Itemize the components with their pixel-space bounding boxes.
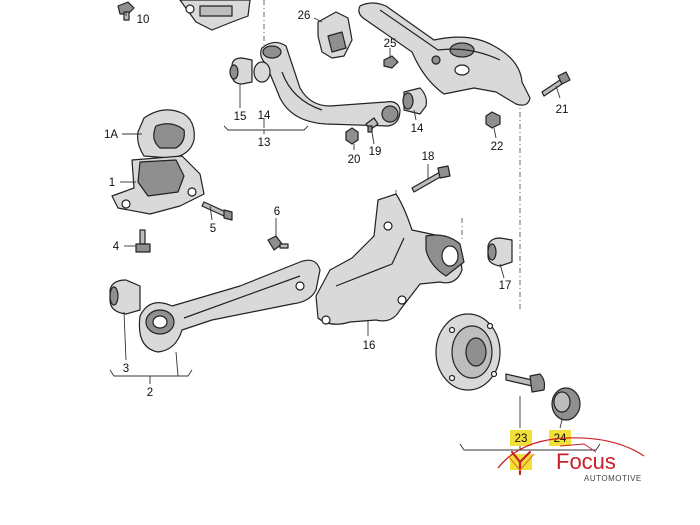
callout-16: 16 [363, 340, 376, 352]
focus-automotive-watermark: Focus AUTOMOTIVE [497, 437, 645, 483]
bushing-17 [487, 237, 513, 267]
callout-2: 2 [147, 387, 153, 399]
callout-19: 19 [369, 146, 382, 158]
callout-3: 3 [123, 363, 129, 375]
callout-21: 21 [556, 104, 569, 116]
bolt-21 [541, 71, 571, 97]
logo-subtitle: AUTOMOTIVE [584, 474, 642, 483]
nut-20 [345, 127, 359, 145]
bump-stop-1a [137, 109, 195, 159]
wheel-carrier-16 [315, 193, 465, 325]
lower-control-arm [358, 2, 531, 106]
callout-20: 20 [348, 154, 361, 166]
nut-22 [485, 111, 501, 129]
upper-bracket-part [179, 0, 251, 31]
callout-17: 17 [499, 280, 512, 292]
bolt-18 [411, 165, 451, 193]
logo-car-icon [497, 437, 645, 476]
callout-4: 4 [113, 241, 120, 253]
bracket-26 [317, 11, 353, 59]
mounting-bracket-1 [111, 155, 205, 215]
callout-14-right: 14 [411, 123, 424, 135]
axle-bolt-23 [505, 373, 546, 393]
bushing-3 [109, 279, 141, 315]
callout-25: 25 [384, 38, 397, 50]
callout-14-left: 14 [258, 110, 271, 122]
bolt-19 [365, 117, 379, 133]
callout-26: 26 [298, 10, 311, 22]
callout-24: 24 [554, 433, 567, 445]
callout-23: 23 [515, 433, 528, 445]
bolt-5 [201, 201, 233, 221]
callout-13: 13 [258, 137, 271, 149]
bolt-6 [267, 235, 289, 251]
trailing-arm-2 [138, 259, 321, 353]
bolt-4 [135, 229, 151, 253]
logo-wordmark: Focus [556, 449, 616, 474]
dust-cap-24 [551, 387, 581, 421]
callout-10: 10 [137, 14, 150, 26]
callout-labels: 10 26 25 21 22 15 14 13 14 20 19 18 1A 1… [104, 10, 568, 399]
callout-23-highlight [510, 430, 532, 446]
callout-18: 18 [422, 151, 435, 163]
callout-1: 1 [109, 177, 115, 189]
callout-6: 6 [274, 206, 280, 218]
wheel-hub [435, 313, 501, 391]
bushing-14-right [402, 87, 427, 115]
callout-15: 15 [234, 111, 247, 123]
bushing-14-left [253, 61, 271, 83]
leader-lines [109, 12, 601, 451]
bolt-25 [383, 55, 399, 69]
bolt-10 [117, 1, 135, 21]
callout-1a: 1A [104, 129, 118, 141]
callout-22: 22 [491, 141, 504, 153]
upper-control-arm-13 [260, 41, 401, 127]
bushing-15 [229, 57, 253, 85]
callout-5: 5 [210, 223, 216, 235]
